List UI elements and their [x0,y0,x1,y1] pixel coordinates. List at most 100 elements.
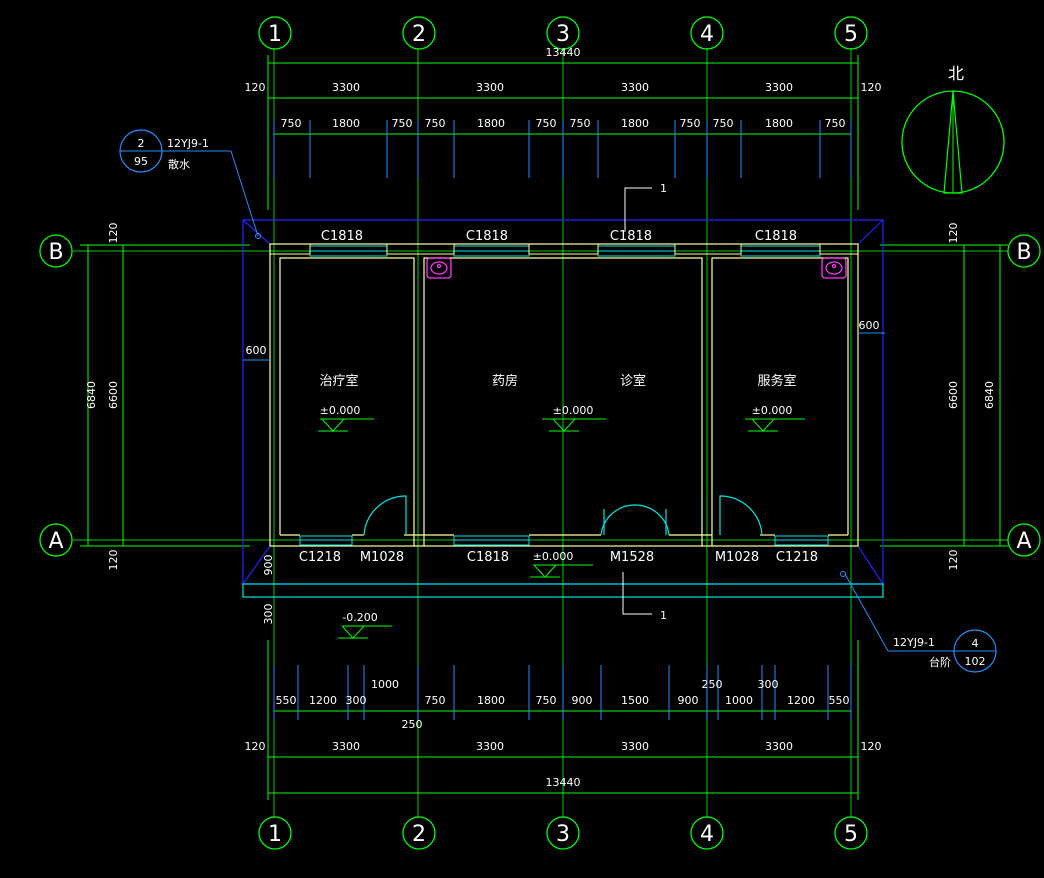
dim-top-4: 750 [425,117,446,130]
dim-bot-300b: 300 [758,678,779,691]
dim-bot-1: 550 [276,694,297,707]
dim-depth-total-left: 6840 [85,381,98,409]
room-consultation: 诊室 [620,373,646,389]
top-dim-ticks [273,120,852,178]
callout-steps-label: 台阶 [929,655,951,669]
axis-3-label-bottom: 3 [556,822,570,847]
dim-edge-bot-right: 120 [861,740,882,753]
steps-outline [242,583,884,598]
top-dim-labels: 13440 120 120 3300 3300 3300 3300 750 18… [245,46,882,130]
elevation-marks [318,418,805,639]
dim-top-3: 750 [392,117,413,130]
window-label-top-3: C1818 [610,229,652,244]
dim-bay-2-bottom: 3300 [476,740,504,753]
dim-front-900: 900 [262,555,275,576]
dim-top-11: 1800 [765,117,793,130]
callout-steps-page: 102 [965,655,986,668]
callout-steps-num: 4 [972,637,979,650]
north-label: 北 [948,64,964,83]
label-m1528: M1528 [610,550,654,565]
axis-a-label-right: A [1016,529,1031,554]
dim-bay-4: 3300 [765,81,793,94]
axis-bubbles-top: 1 2 3 4 5 [258,16,868,50]
callout-steps: 4 102 12YJ9-1 台阶 [840,571,997,673]
bottom-dim-ticks [273,665,852,720]
dim-bot-3: 300 [346,694,367,707]
dim-top-7: 750 [570,117,591,130]
dim-overall-bottom: 13440 [546,776,581,789]
dim-bot-6: 750 [536,694,557,707]
callout-apron-num: 2 [138,137,145,150]
dim-depth-inner-left: 6600 [107,381,120,409]
sink-right-icon [821,257,847,279]
dim-depth-total-right: 6840 [983,381,996,409]
dim-front-300: 300 [262,604,275,625]
dim-top-5: 1800 [477,117,505,130]
dim-bot-11: 1200 [787,694,815,707]
leader-bottom-label: 1 [660,609,667,622]
label-c1218-right: C1218 [776,550,818,565]
dim-bay-4-bottom: 3300 [765,740,793,753]
label-c1818-bottom: C1818 [467,550,509,565]
axis-2-label-bottom: 2 [412,822,426,847]
callout-apron-page: 95 [134,155,148,168]
dim-top-2: 1800 [332,117,360,130]
dim-edge-right-top: 120 [947,223,960,244]
dim-edge-top-right: 120 [861,81,882,94]
callout-apron: 2 95 12YJ9-1 散水 [119,129,261,239]
label-c1218-left: C1218 [299,550,341,565]
opening-labels-bottom: C1218 M1028 C1818 M1528 M1028 C1218 [299,550,818,565]
window-label-top-1: C1818 [321,229,363,244]
dim-bay-3: 3300 [621,81,649,94]
side-dimensions [80,244,1008,547]
window-label-top-4: C1818 [755,229,797,244]
callout-steps-std: 12YJ9-1 [893,636,935,649]
north-arrow-icon: 北 [901,64,1005,194]
dim-bay-2: 3300 [476,81,504,94]
dim-edge-top-left: 120 [245,81,266,94]
elevation-labels: ±0.000 ±0.000 ±0.000 ±0.000 -0.200 [320,404,793,624]
dim-offset-600-left: 600 [246,344,267,357]
room-pharmacy: 药房 [492,373,518,389]
elev-service: ±0.000 [752,404,793,417]
elev-entrance: ±0.000 [533,550,574,563]
dim-bot-4: 750 [425,694,446,707]
dim-bot-250b: 250 [702,678,723,691]
axis-a-label-left: A [48,529,63,554]
dim-bay-1: 3300 [332,81,360,94]
dim-bot-7: 900 [572,694,593,707]
dim-edge-left-top: 120 [107,223,120,244]
leader-top-label: 1 [660,182,667,195]
dim-bay-1-bottom: 3300 [332,740,360,753]
room-service: 服务室 [757,373,796,389]
axis-1-label-bottom: 1 [268,822,282,847]
dim-bot-12: 550 [829,694,850,707]
axis-3-label: 3 [556,22,570,47]
elev-consultation: ±0.000 [553,404,594,417]
dim-bot-2: 1200 [309,694,337,707]
axis-2-label: 2 [412,22,426,47]
dim-bot-8: 1500 [621,694,649,707]
room-names: 治疗室 药房 诊室 服务室 [319,373,796,389]
bottom-dimensions [267,640,859,800]
window-label-top-2: C1818 [466,229,508,244]
axis-bubbles-side: B A B A [39,234,1041,557]
offset-600-dims [243,332,885,361]
dim-top-1: 750 [281,117,302,130]
dim-depth-inner-right: 6600 [947,381,960,409]
axis-bubbles-bottom: 1 2 3 4 5 [258,816,868,850]
callout-apron-std: 12YJ9-1 [167,137,209,150]
dim-edge-left-bottom: 120 [107,550,120,571]
windows-bottom [299,535,829,546]
top-dimensions [267,55,859,210]
sink-left-icon [426,257,452,279]
dim-top-9: 750 [680,117,701,130]
room-treatment: 治疗室 [319,373,358,389]
walls [269,243,859,547]
dim-bot-10: 1000 [725,694,753,707]
dim-bot-5: 1800 [477,694,505,707]
dim-bot-1000a: 1000 [371,678,399,691]
dim-offset-600-right: 600 [859,319,880,332]
bottom-dim-labels: 550 1200 300 1000 250 750 1800 750 900 1… [245,678,882,789]
